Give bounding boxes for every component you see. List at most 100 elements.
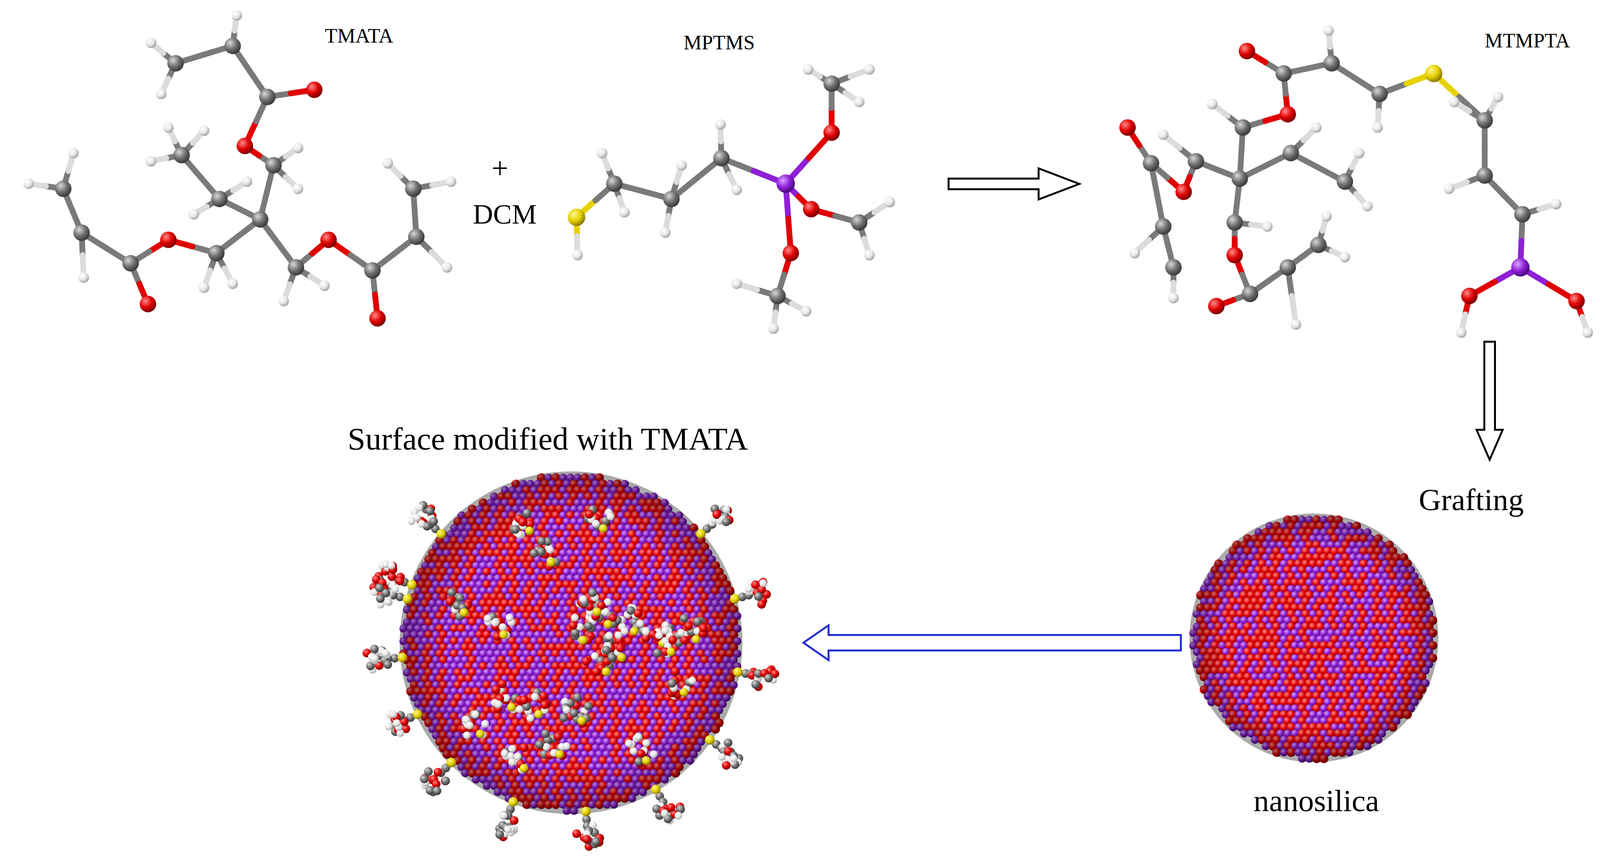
atom <box>445 176 457 187</box>
atom <box>529 548 539 558</box>
atom <box>265 157 282 174</box>
atom <box>78 271 90 283</box>
atom <box>145 37 157 49</box>
atom <box>369 310 386 327</box>
atom <box>292 142 304 154</box>
atom <box>1226 214 1243 231</box>
atom <box>1448 96 1460 108</box>
atom <box>155 88 167 100</box>
atom <box>258 88 276 106</box>
atom <box>224 37 242 55</box>
atom <box>1275 65 1292 82</box>
atom <box>1361 200 1373 212</box>
sphere-shading <box>1189 513 1439 763</box>
atom <box>1461 287 1478 304</box>
atom <box>618 207 630 218</box>
atom <box>1262 221 1273 232</box>
atom <box>802 63 814 75</box>
atom <box>1582 327 1594 338</box>
atom <box>823 75 840 92</box>
atom <box>676 160 687 171</box>
atom <box>605 175 623 193</box>
atom <box>382 157 393 169</box>
atom <box>731 278 742 289</box>
atom <box>1336 173 1354 190</box>
atom <box>596 147 608 159</box>
atom <box>715 119 726 130</box>
atom <box>407 228 425 245</box>
tmata-molecule <box>23 10 457 327</box>
atom <box>145 155 157 167</box>
atom <box>55 180 72 197</box>
atom <box>782 244 800 262</box>
mptms-molecule <box>567 63 895 334</box>
atom <box>188 209 200 220</box>
atom <box>1476 167 1494 184</box>
atom <box>305 81 323 99</box>
atom <box>731 184 742 196</box>
atom <box>863 249 875 261</box>
atom <box>1443 183 1455 195</box>
atom <box>1323 25 1334 36</box>
atom <box>1231 170 1249 187</box>
atom <box>1119 119 1136 136</box>
atom <box>318 280 330 291</box>
atom <box>1279 258 1297 276</box>
atom <box>211 190 228 208</box>
atom <box>1321 211 1332 222</box>
atom <box>1207 98 1218 110</box>
atom <box>292 183 304 195</box>
atom <box>122 255 139 272</box>
mtmpta-molecule <box>1119 25 1594 338</box>
atom <box>198 282 210 294</box>
atom <box>1234 119 1252 136</box>
atom <box>73 224 91 242</box>
atom <box>1187 152 1205 170</box>
atom <box>1155 218 1172 235</box>
atom <box>241 176 253 187</box>
atom <box>1514 206 1531 223</box>
atom <box>1238 42 1255 60</box>
atom <box>1129 247 1141 259</box>
atom <box>850 214 868 231</box>
atom <box>713 150 730 167</box>
atom <box>208 244 225 262</box>
atom <box>1353 147 1365 159</box>
atom <box>1290 318 1302 330</box>
atom <box>768 323 779 334</box>
atom <box>853 96 865 108</box>
atom <box>1311 122 1322 134</box>
atom <box>68 147 79 159</box>
atom <box>287 258 304 276</box>
atom <box>405 180 422 197</box>
atom <box>320 231 337 248</box>
atom <box>567 208 586 227</box>
atom <box>1168 292 1179 304</box>
atom <box>1241 285 1259 302</box>
atom <box>1424 64 1443 83</box>
nanosilica-sphere <box>1189 513 1439 764</box>
atom <box>163 122 174 134</box>
atom <box>1142 154 1160 172</box>
atom <box>227 278 239 289</box>
atom <box>252 211 269 228</box>
atom <box>1492 91 1504 103</box>
atom <box>663 190 680 208</box>
atom <box>1226 246 1243 264</box>
atom <box>441 261 453 273</box>
atom <box>1207 298 1225 315</box>
atom <box>231 10 242 21</box>
atom <box>1175 183 1193 200</box>
atom <box>1279 105 1297 123</box>
atom <box>863 63 875 75</box>
atom <box>769 287 786 304</box>
atom <box>776 174 795 194</box>
atom <box>823 124 840 141</box>
atom <box>572 249 583 261</box>
atom <box>1371 85 1389 103</box>
atom <box>173 146 190 164</box>
atom <box>660 227 671 239</box>
atom <box>1476 112 1494 129</box>
atom <box>1550 198 1562 210</box>
